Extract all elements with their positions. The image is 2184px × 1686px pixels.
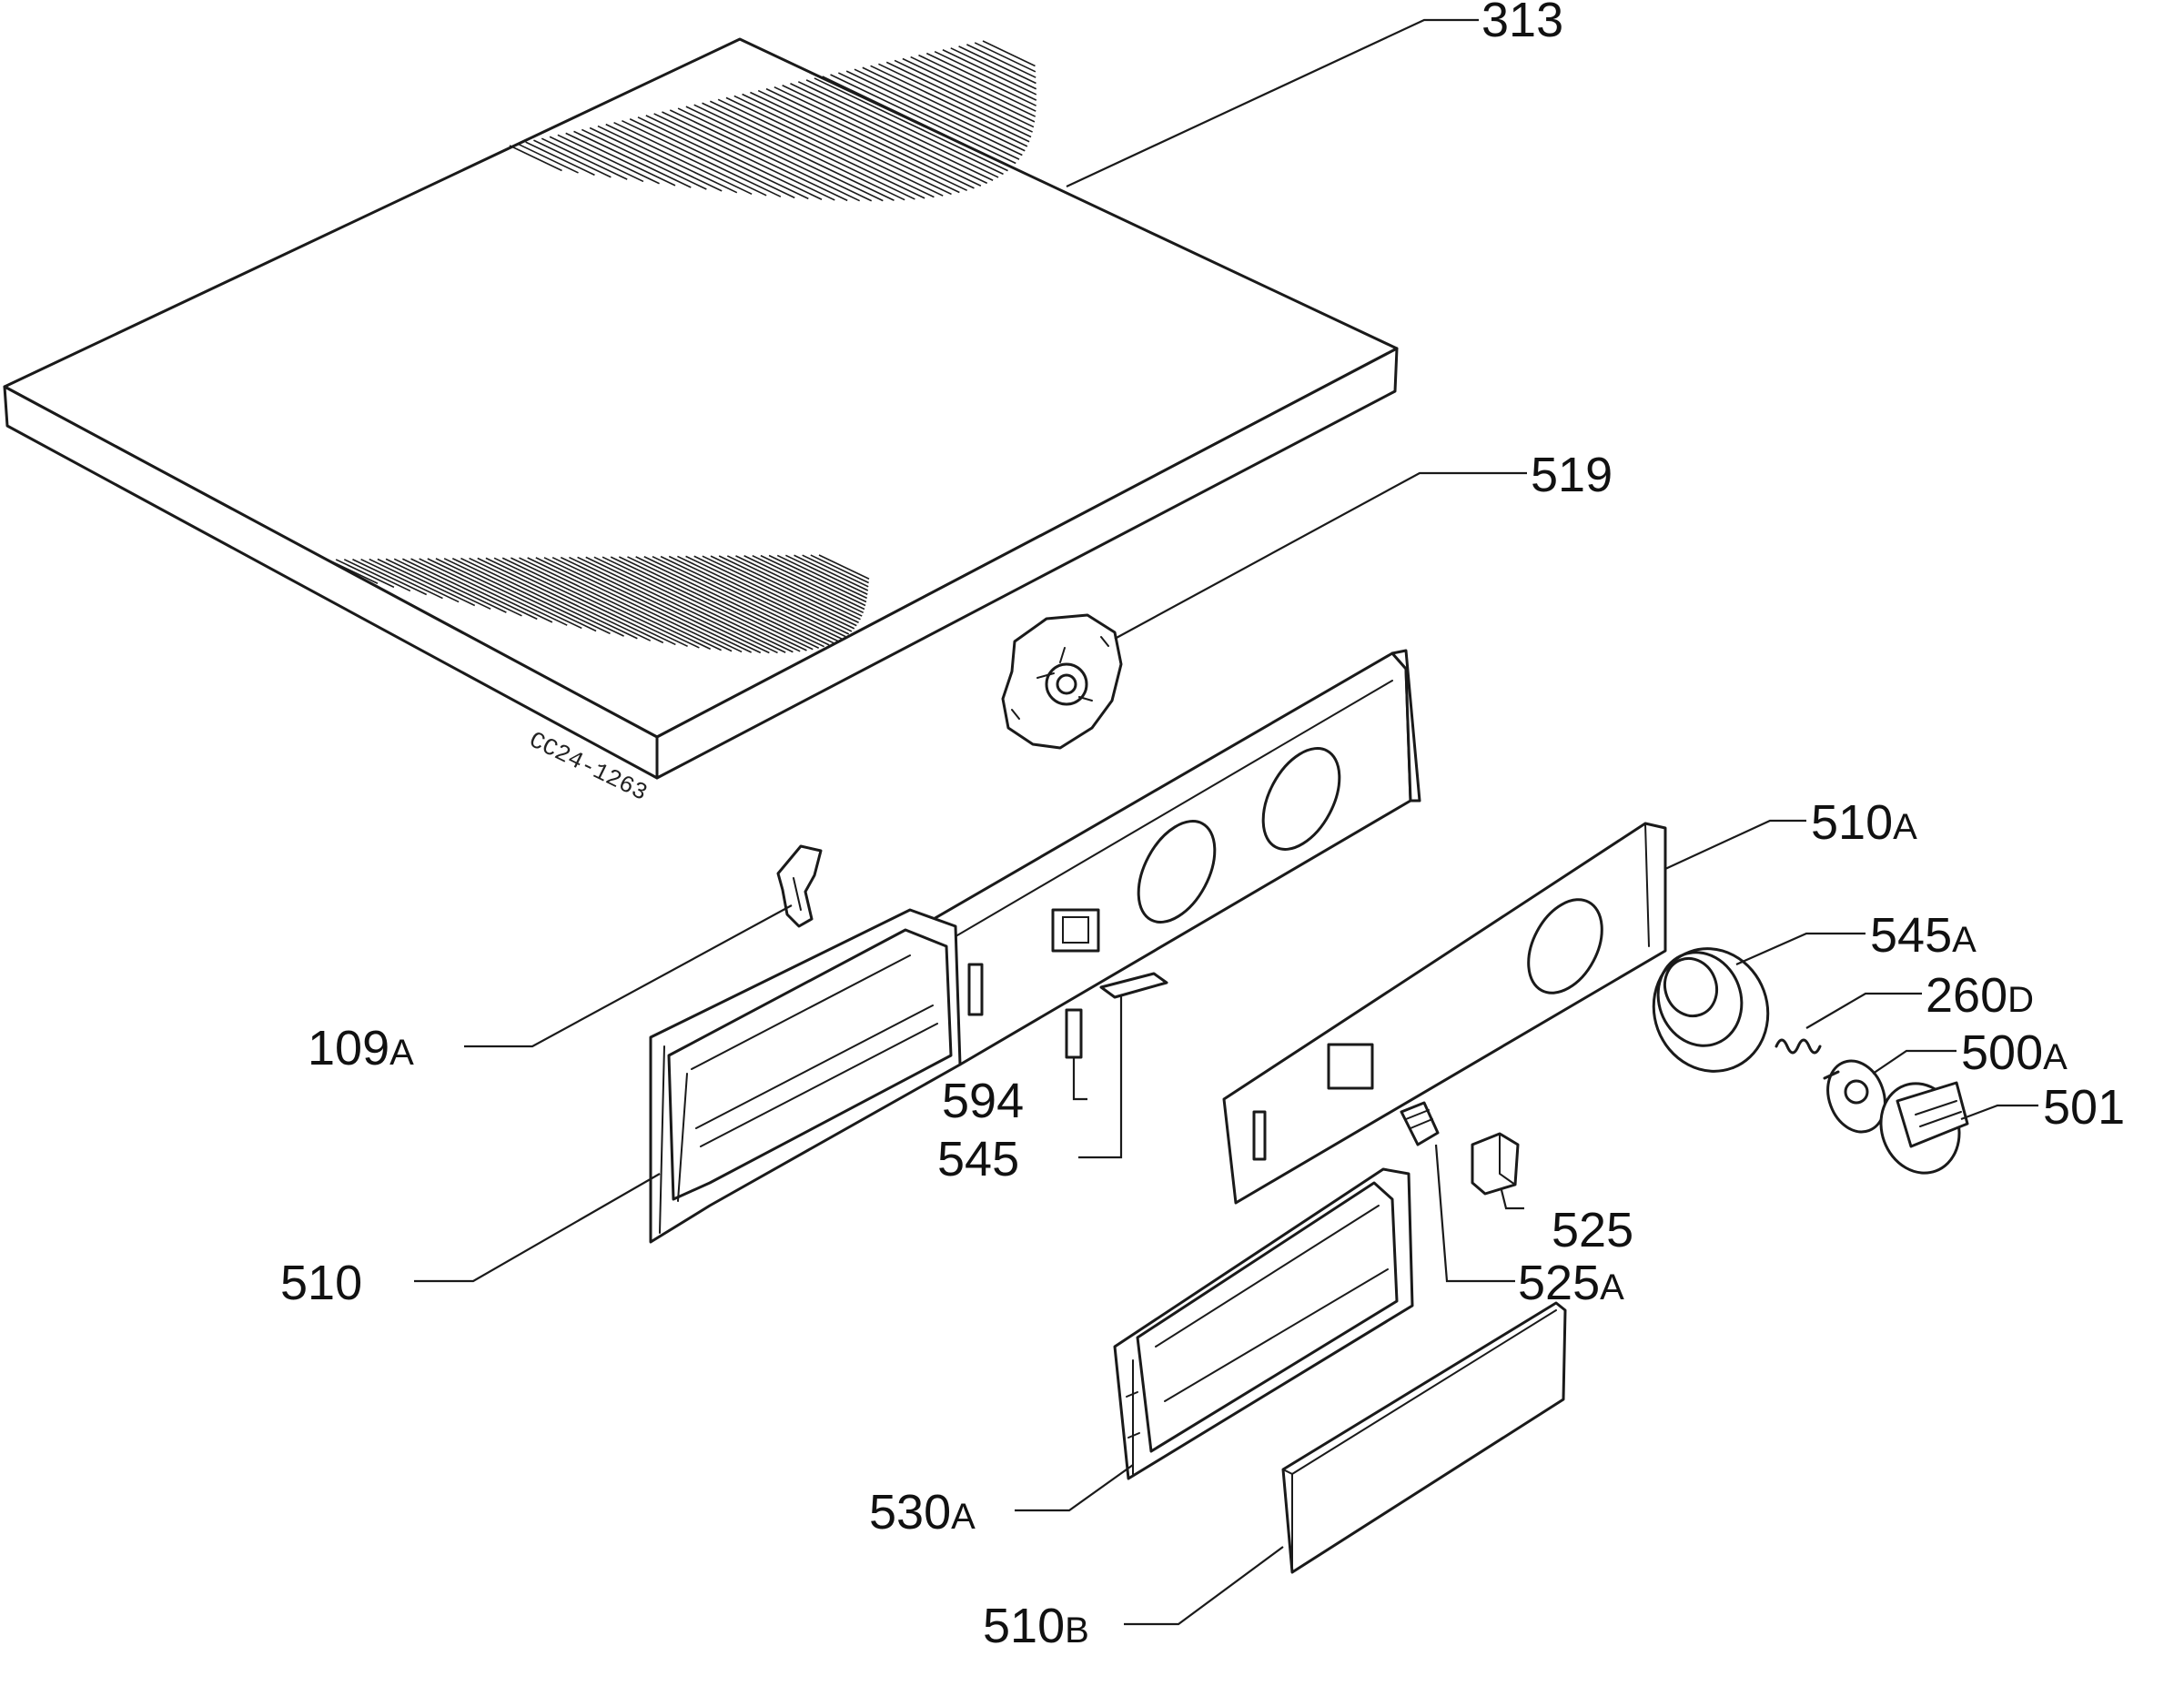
callout-labels: 313 519 510A 545A 260D 500A 501 109A 594… (280, 0, 2125, 1653)
part-594-tab (1065, 1008, 1083, 1059)
label-594: 594 (942, 1074, 1024, 1128)
worktop-hatching-front (327, 554, 870, 654)
part-510-control-panel (649, 649, 1421, 1244)
label-501: 501 (2043, 1080, 2125, 1135)
label-525: 525 (1552, 1203, 1633, 1257)
leader-545A (1735, 932, 1866, 966)
label-109A: 109A (308, 1021, 414, 1075)
leader-313 (1066, 18, 1479, 187)
part-545A-knob-bezel (1652, 947, 1770, 1073)
part-525A-connector (1400, 1101, 1440, 1146)
part-109A-hook (776, 844, 823, 928)
part-530A-drawer-frame (1113, 1167, 1414, 1480)
part-519-timer-gear (1001, 613, 1123, 750)
leader-500A (1872, 1049, 1956, 1075)
part-525-switch (1471, 1132, 1520, 1196)
leader-594 (1072, 1057, 1087, 1101)
leader-510 (414, 1173, 661, 1283)
leader-530A (1015, 1464, 1134, 1512)
label-519: 519 (1531, 448, 1613, 502)
label-260D: 260D (1926, 968, 2034, 1023)
label-545: 545 (937, 1132, 1019, 1186)
part-260D-spring (1774, 1038, 1822, 1055)
part-510A-fascia (1222, 822, 1667, 1205)
label-500A: 500A (1961, 1025, 2068, 1080)
part-500A-adapter (1823, 1059, 1886, 1134)
leader-545 (1078, 995, 1123, 1159)
label-545A: 545A (1870, 908, 1977, 963)
part-545-button (1099, 972, 1168, 999)
label-525A: 525A (1518, 1256, 1624, 1310)
label-510B: 510B (983, 1599, 1089, 1653)
part-313-worktop: CC24-1263 (3, 37, 1399, 807)
leader-260D (1805, 992, 1922, 1029)
part-510B-fascia (1281, 1301, 1567, 1574)
part-501-knob (1879, 1081, 1969, 1175)
leader-109A (464, 904, 793, 1048)
label-313: 313 (1481, 0, 1563, 47)
label-530A: 530A (869, 1485, 976, 1540)
leader-510A (1664, 819, 1806, 870)
label-510: 510 (280, 1256, 362, 1310)
label-510A: 510A (1811, 795, 1917, 850)
worktop-hatching-back (509, 40, 1037, 202)
leader-501 (1960, 1104, 2038, 1121)
leader-519 (1114, 471, 1527, 640)
leader-525 (1500, 1189, 1524, 1210)
leader-525A (1434, 1144, 1515, 1283)
leader-510B (1124, 1546, 1284, 1626)
leader-lines (414, 18, 2038, 1626)
